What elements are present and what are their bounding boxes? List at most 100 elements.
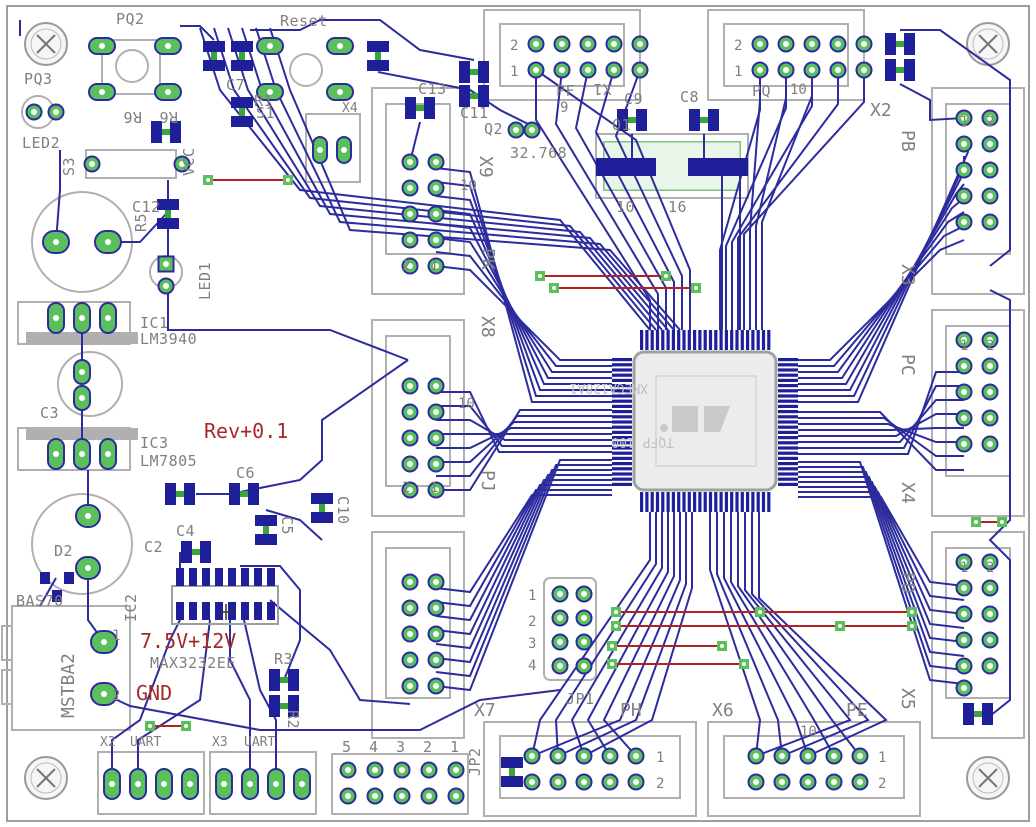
pad xyxy=(401,205,419,223)
pad xyxy=(523,747,541,765)
pin-num: 2 xyxy=(986,560,994,576)
mcu-pin xyxy=(708,330,713,350)
label-mstba2: MSTBA2 xyxy=(58,653,79,718)
pin-num: 10 xyxy=(800,724,817,740)
pad xyxy=(523,121,541,139)
pad xyxy=(427,677,445,695)
mcu-pin xyxy=(761,492,766,512)
mcu-pin xyxy=(761,330,766,350)
pad xyxy=(777,61,795,79)
pad xyxy=(777,35,795,53)
label-ic3: IC3 xyxy=(140,434,169,452)
trace xyxy=(111,619,181,768)
mcu-pin xyxy=(677,330,681,350)
trace xyxy=(435,167,612,403)
pin-numbers: 2 1 2 1 1 2 1 2 1 2 2 1 2 1 1 2 1 2 9 10… xyxy=(112,38,994,792)
mcu-pin xyxy=(778,384,798,388)
pad xyxy=(855,35,873,53)
pin-num: 2 xyxy=(112,688,120,704)
pad xyxy=(799,747,817,765)
pin-num: 1 xyxy=(960,114,968,130)
mcu-pin xyxy=(778,441,798,445)
mcu-pin xyxy=(767,492,771,512)
trace xyxy=(900,29,1011,267)
trace xyxy=(574,69,667,330)
trace xyxy=(798,471,965,657)
trace xyxy=(241,27,669,331)
label-pq3: PQ3 xyxy=(24,70,53,88)
pin-num: 10 xyxy=(458,396,475,412)
trace xyxy=(243,619,277,768)
trace xyxy=(55,150,61,243)
label-x8: X8 xyxy=(477,316,498,338)
mcu-xmega128a1 xyxy=(612,330,798,512)
mcu-pin xyxy=(778,425,798,429)
ic2-pin xyxy=(228,602,236,620)
mcu-pin xyxy=(724,330,728,350)
pad xyxy=(420,787,438,805)
pad xyxy=(393,787,411,805)
mcu-pin xyxy=(724,492,728,512)
pad xyxy=(601,747,619,765)
trace xyxy=(755,70,787,330)
pad xyxy=(981,357,999,375)
mcu-pin xyxy=(719,330,723,350)
pad xyxy=(579,61,597,79)
mcu-pin xyxy=(751,330,755,350)
pad xyxy=(601,773,619,791)
label-r6-2: R6 xyxy=(123,108,142,126)
mcu-pin xyxy=(740,330,744,350)
pad xyxy=(981,579,999,597)
mcu-pin xyxy=(698,492,702,512)
pin-num: 1 xyxy=(430,258,438,274)
pad xyxy=(401,429,419,447)
pad xyxy=(401,403,419,421)
label-c8: C8 xyxy=(680,88,699,106)
trace xyxy=(196,359,409,495)
mcu-pin xyxy=(693,330,697,350)
trace xyxy=(761,70,813,330)
ic2-pin xyxy=(189,568,197,586)
mcu-pin xyxy=(612,456,632,460)
mcu-pin xyxy=(612,399,632,403)
trace xyxy=(435,479,612,636)
mcu-pin xyxy=(645,330,649,350)
trace xyxy=(436,415,612,477)
pin-num: 10 xyxy=(790,82,807,98)
mcu-pin xyxy=(612,373,632,377)
trace xyxy=(744,512,852,757)
pad xyxy=(955,187,973,205)
label-mcu: XMEGA128A1 xyxy=(570,380,648,395)
label-s3: S3 xyxy=(60,157,78,176)
mounting-hole-icon xyxy=(24,22,68,66)
pin-num: 2 xyxy=(528,614,536,630)
label-jp2: JP2 xyxy=(466,747,484,776)
label-x7: X7 xyxy=(474,700,496,721)
pad xyxy=(47,103,65,121)
ic2-pin xyxy=(228,568,236,586)
label-c6: C6 xyxy=(236,464,255,482)
pad xyxy=(825,773,843,791)
trace xyxy=(229,620,251,768)
mcu-pin xyxy=(612,410,632,414)
pin-num: 2 xyxy=(734,38,742,54)
label-r2: R2 xyxy=(284,710,302,729)
label-gnd: GND xyxy=(136,681,172,705)
mcu-pin xyxy=(612,368,632,372)
mcu-pin xyxy=(655,492,660,512)
label-x3: X3 xyxy=(897,264,918,286)
pad xyxy=(751,35,769,53)
label-freq: 32.768 xyxy=(510,144,567,162)
pad xyxy=(427,429,445,447)
pin-num: 2 xyxy=(402,480,410,496)
label-d2: D2 xyxy=(54,542,73,560)
pad xyxy=(955,679,973,697)
mcu-pin xyxy=(778,358,798,362)
ic2-pin xyxy=(254,602,262,620)
pad xyxy=(981,383,999,401)
mcu-pin xyxy=(666,492,670,512)
mcu-pin xyxy=(612,436,632,440)
label-tqfp: TQFP 100 xyxy=(611,434,674,449)
pad xyxy=(575,773,593,791)
pad xyxy=(981,657,999,675)
